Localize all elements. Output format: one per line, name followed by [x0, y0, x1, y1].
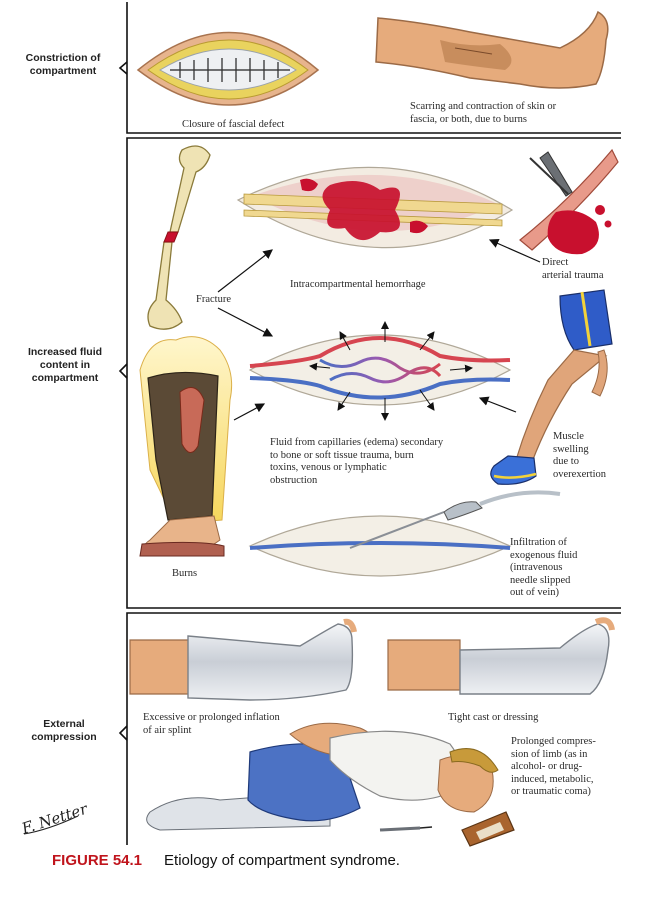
- label-fracture: Fracture: [196, 294, 231, 305]
- label-scarring: Scarring and contraction of skin or fasc…: [410, 101, 557, 125]
- bracket-pointer-2: [118, 363, 128, 379]
- pointer-arrows: [217, 238, 541, 421]
- label-muscle-swelling: Muscle swelling due to overexertion: [553, 431, 607, 480]
- label-prolonged-compression: Prolonged compres- sion of limb (as in a…: [511, 736, 596, 797]
- bracket-increased-fluid: [126, 137, 621, 609]
- category-constriction: Constriction of compartment: [25, 52, 101, 77]
- artist-signature: F. Netter M.D.: [18, 787, 129, 844]
- bracket-pointer-1: [118, 61, 128, 75]
- bracket-constriction: [126, 2, 621, 134]
- bracket-pointer-3: [118, 725, 128, 741]
- label-direct-arterial-trauma: Direct arterial trauma: [542, 257, 604, 281]
- tight-cast-leg-illustration: [387, 617, 615, 695]
- category-increased-fluid: Increased fluid content in compartment: [27, 346, 103, 384]
- comatose-person-illustration: [146, 722, 515, 847]
- scarred-leg-illustration: [375, 10, 609, 89]
- bracket-external-compression: [126, 612, 621, 845]
- label-intracompartmental-hemorrhage: Intracompartmental hemorrhage: [290, 279, 426, 290]
- label-fluid-edema: Fluid from capillaries (edema) secondary…: [270, 437, 444, 486]
- burned-leg-illustration: [139, 336, 233, 557]
- hemorrhage-compartment-illustration: [236, 166, 514, 249]
- infiltration-compartment-illustration: [248, 490, 561, 577]
- label-burns: Burns: [172, 568, 198, 579]
- fractured-femur-illustration: [147, 145, 211, 330]
- figure-number: FIGURE 54.1: [52, 852, 143, 869]
- label-closure-fascial-defect: Closure of fascial defect: [182, 119, 285, 130]
- label-tight-cast: Tight cast or dressing: [448, 712, 539, 723]
- signature-text: F. Netter M.D.: [19, 800, 90, 838]
- fascial-defect-closure-illustration: [136, 31, 320, 106]
- arterial-trauma-illustration: [519, 148, 619, 255]
- label-infiltration: Infiltration of exogenous fluid (intrave…: [510, 537, 578, 598]
- running-leg-illustration: [490, 289, 613, 485]
- label-air-splint: Excessive or prolonged inflation of air …: [143, 712, 280, 736]
- edema-compartment-illustration: [248, 321, 512, 421]
- figure-title: Etiology of compartment syndrome.: [164, 852, 400, 869]
- figure-caption: FIGURE 54.1 Etiology of compartment syndr…: [52, 852, 400, 869]
- category-external-compression: External compression: [31, 718, 97, 743]
- air-splint-leg-illustration: [129, 618, 357, 701]
